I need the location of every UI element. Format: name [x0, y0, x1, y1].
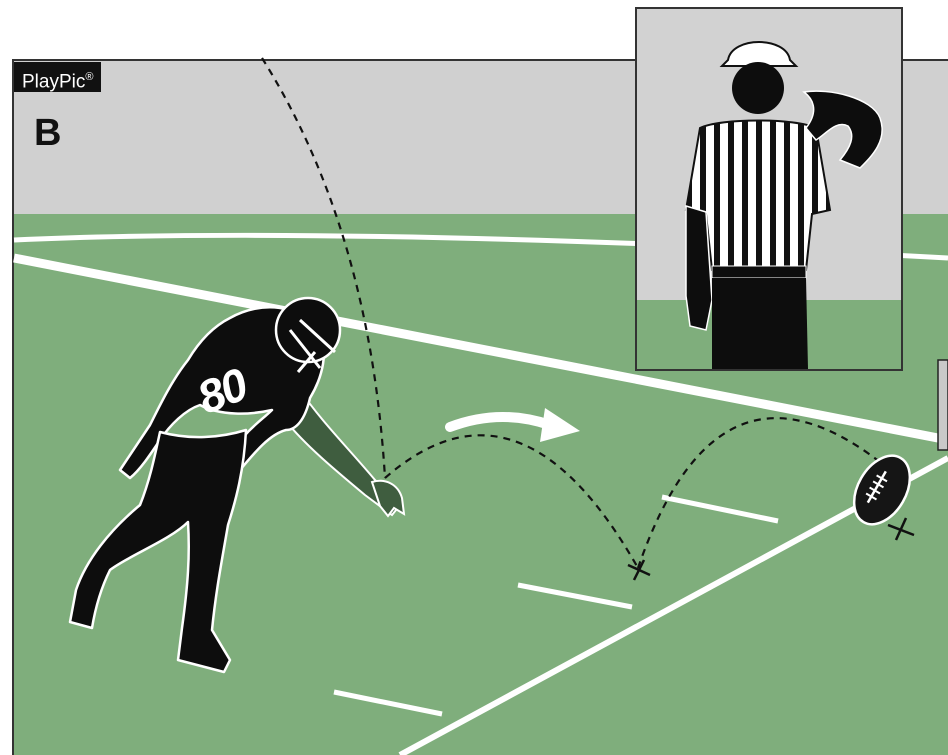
brand-tag: PlayPic®	[14, 62, 101, 92]
end-zone-pylon	[938, 360, 948, 450]
referee-inset	[636, 8, 902, 370]
panel-letter: B	[34, 112, 61, 155]
brand-name: PlayPic	[22, 71, 85, 92]
referee-pants	[712, 278, 808, 369]
registered-mark: ®	[85, 71, 93, 83]
referee-belt	[712, 266, 806, 278]
referee-head	[732, 62, 784, 114]
